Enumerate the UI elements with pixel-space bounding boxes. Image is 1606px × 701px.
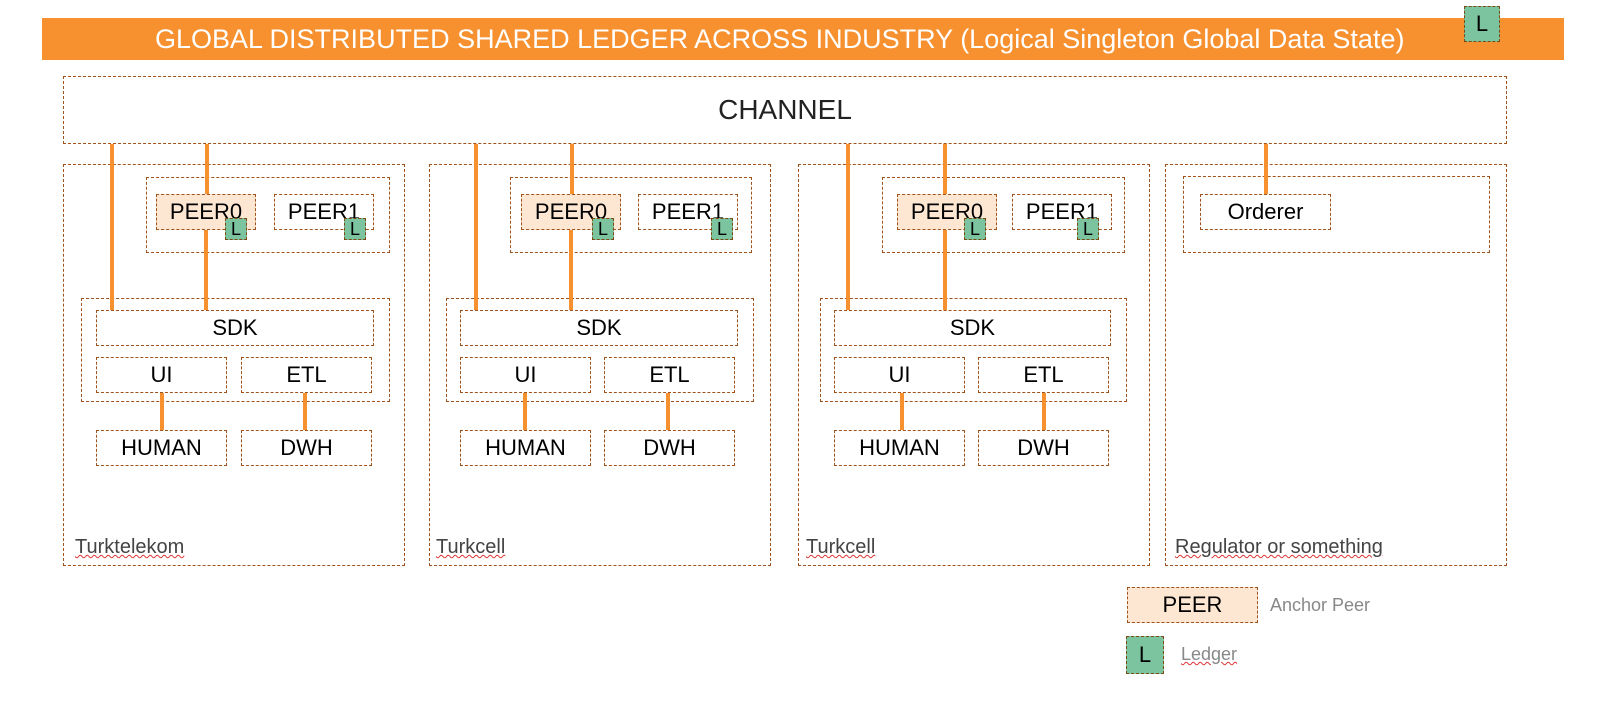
legend-ledger-text: Ledger xyxy=(1181,644,1238,664)
banner-ledger-icon: L xyxy=(1464,6,1500,42)
sdk-box: SDK xyxy=(834,310,1111,346)
dwh-box: DWH xyxy=(978,430,1109,466)
org-label: Turkcell xyxy=(806,536,876,558)
etl-box: ETL xyxy=(604,357,735,393)
dwh-box: DWH xyxy=(241,430,372,466)
connector-line xyxy=(1042,393,1046,430)
etl-box: ETL xyxy=(241,357,372,393)
connector-line xyxy=(943,144,947,194)
peer-group xyxy=(146,177,390,253)
human-box: HUMAN xyxy=(96,430,227,466)
org-container-turkcell xyxy=(429,164,771,566)
connector-line xyxy=(846,144,850,310)
connector-line xyxy=(1264,144,1268,194)
connector-line xyxy=(943,230,947,310)
peer-group xyxy=(510,177,752,253)
dwh-box: DWH xyxy=(604,430,735,466)
ledger-icon: L xyxy=(225,218,247,240)
sdk-box: SDK xyxy=(460,310,738,346)
ui-box: UI xyxy=(460,357,591,393)
peer-group xyxy=(882,177,1125,253)
orderer-box: Orderer xyxy=(1200,194,1331,230)
app-group xyxy=(446,298,754,402)
ledger-icon: L xyxy=(964,218,986,240)
human-box: HUMAN xyxy=(834,430,965,466)
global-ledger-banner: GLOBAL DISTRIBUTED SHARED LEDGER ACROSS … xyxy=(42,18,1564,60)
connector-line xyxy=(570,144,574,194)
connector-line xyxy=(110,144,114,310)
orderer-group xyxy=(1183,176,1490,253)
ui-box: UI xyxy=(96,357,227,393)
ledger-icon: L xyxy=(711,218,733,240)
org-container-regulator xyxy=(1165,164,1507,566)
org-container-turktelekom xyxy=(63,164,405,566)
connector-line xyxy=(474,144,478,310)
org-container-turkcell-2 xyxy=(798,164,1150,566)
connector-line xyxy=(900,393,904,430)
etl-box: ETL xyxy=(978,357,1109,393)
connector-line xyxy=(160,393,164,430)
ledger-icon: L xyxy=(592,218,614,240)
connector-line xyxy=(666,393,670,430)
org-label: Turkcell xyxy=(436,536,506,558)
connector-line xyxy=(303,393,307,430)
channel-box: CHANNEL xyxy=(63,76,1507,144)
app-group xyxy=(81,298,390,402)
ledger-icon: L xyxy=(344,218,366,240)
legend-ledger-icon: L xyxy=(1126,636,1164,674)
org-label: Regulator or something xyxy=(1175,536,1383,558)
app-group xyxy=(820,298,1127,402)
human-box: HUMAN xyxy=(460,430,591,466)
connector-line xyxy=(205,144,209,194)
org-label: Turktelekom xyxy=(75,536,185,558)
peer1-box: PEER1 xyxy=(1012,194,1112,230)
connector-line xyxy=(204,230,208,310)
channel-label: CHANNEL xyxy=(718,94,852,125)
connector-line xyxy=(569,230,573,310)
sdk-box: SDK xyxy=(96,310,374,346)
connector-line xyxy=(523,393,527,430)
banner-title: GLOBAL DISTRIBUTED SHARED LEDGER ACROSS … xyxy=(155,24,1405,54)
ui-box: UI xyxy=(834,357,965,393)
legend-peer-text: Anchor Peer xyxy=(1270,595,1371,615)
legend-peer-box: PEER xyxy=(1127,587,1258,623)
ledger-icon: L xyxy=(1077,218,1099,240)
